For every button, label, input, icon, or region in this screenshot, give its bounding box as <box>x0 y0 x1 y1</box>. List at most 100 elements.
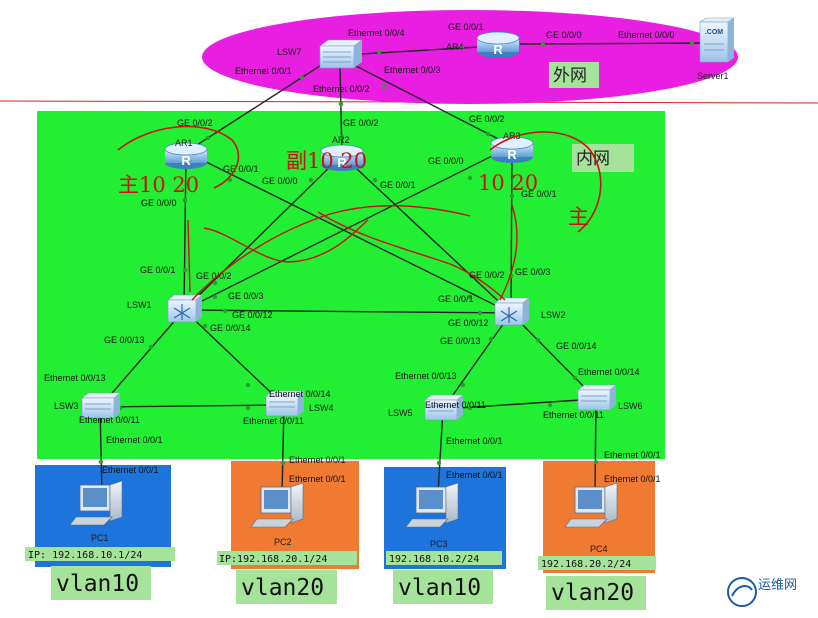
port-label: GE 0/0/1 <box>521 189 557 199</box>
pc2-label: PC2 <box>274 537 292 547</box>
port-label: Ethernet 0/0/1 <box>289 474 346 484</box>
ar1-handwritten-note: 主10 20 <box>118 173 199 197</box>
pc4-label: PC4 <box>590 544 608 554</box>
pc4-ip-bg <box>538 556 656 570</box>
pc1-ip-bg <box>25 547 175 561</box>
port-label: Ethernet 0/0/1 <box>289 455 346 465</box>
pc-icon[interactable] <box>405 482 459 528</box>
port-label: Ethernet 0/0/1 <box>446 470 503 480</box>
port-label: Ethernet 0/0/14 <box>269 389 331 399</box>
switch-lsw2[interactable] <box>494 297 530 326</box>
port-label: Ethernet 0/0/1 <box>102 465 159 475</box>
pc2-ip-bg <box>217 551 357 565</box>
port-label: GE 0/0/12 <box>448 318 489 328</box>
port-label: GE 0/0/14 <box>556 341 597 351</box>
watermark-text: 运维网 <box>758 578 797 593</box>
pc4-vlan: vlan20 <box>551 580 634 606</box>
pc-icon[interactable] <box>69 480 123 526</box>
svg-text:R: R <box>507 147 517 162</box>
pc-icon[interactable] <box>564 482 618 528</box>
external-zone-label: 外网 <box>553 66 587 86</box>
pc1-vlan: vlan10 <box>56 571 139 597</box>
pc4-vlan-bg <box>546 576 646 610</box>
svg-text:.COM: .COM <box>705 29 723 36</box>
port-label: GE 0/0/13 <box>440 336 481 346</box>
lsw3-label: LSW3 <box>54 401 79 411</box>
port-label: GE 0/0/3 <box>228 291 264 301</box>
port-label: GE 0/0/12 <box>232 310 273 320</box>
ar2-label: AR2 <box>332 135 350 145</box>
pc2-ip: IP:192.168.20.1/24 <box>219 554 327 565</box>
pc1-label: PC1 <box>91 533 109 543</box>
port-label: Ethernet 0/0/1 <box>604 450 661 460</box>
lsw4-label: LSW4 <box>309 403 334 413</box>
port-label: Ethernet 0/0/11 <box>425 400 486 410</box>
internal-zone-label: 内网 <box>576 149 610 169</box>
pc3-ip: 192.168.10.2/24 <box>389 554 479 565</box>
pc-icon[interactable] <box>250 482 304 528</box>
ar4-label: AR4 <box>446 42 464 52</box>
internal-zone-label-bg <box>572 144 634 172</box>
server1-label: Server1 <box>697 71 729 81</box>
ar3-handwritten-extra: 主 <box>568 205 589 229</box>
router-ar1[interactable]: R <box>164 142 208 169</box>
port-label: Ethernet 0/0/11 <box>79 415 140 425</box>
port-label: GE 0/0/2 <box>469 270 505 280</box>
port-label: Ethernet 0/0/13 <box>44 373 106 383</box>
router-ar2[interactable]: R <box>320 144 364 171</box>
port-label: GE 0/0/3 <box>515 267 551 277</box>
port-label: Ethernet 0/0/13 <box>395 371 457 381</box>
pc3-label: PC3 <box>430 539 448 549</box>
pc3-vlan: vlan10 <box>398 575 481 601</box>
router-ar3[interactable]: R <box>490 136 534 163</box>
port-label: GE 0/0/13 <box>104 335 145 345</box>
port-label: Ethernet 0/0/11 <box>243 416 304 426</box>
pc2-vlan: vlan20 <box>241 575 324 601</box>
port-label: GE 0/0/2 <box>177 118 213 128</box>
pc2-vlan-bg <box>236 570 337 604</box>
switch-lsw6[interactable] <box>577 384 617 411</box>
port-label: Ethernet 0/0/1 <box>235 66 292 76</box>
ar3-handwritten-note: 10 20 <box>478 171 538 195</box>
port-label: Ethernet 0/0/2 <box>313 84 370 94</box>
port-label: GE 0/0/0 <box>546 30 582 40</box>
switch-lsw3[interactable] <box>81 392 121 419</box>
external-zone <box>202 10 738 104</box>
port-label: GE 0/0/1 <box>140 265 176 275</box>
port-label: GE 0/0/0 <box>428 156 464 166</box>
svg-text:R: R <box>337 155 347 170</box>
port-label: Ethernet 0/0/1 <box>106 435 163 445</box>
port-label: Ethernet 0/0/4 <box>348 28 405 38</box>
switch-lsw7[interactable] <box>319 39 363 69</box>
pc4-ip: 192.168.20.2/24 <box>541 559 631 570</box>
watermark-logo: 运维网 <box>727 577 797 607</box>
lsw1-label: LSW1 <box>127 300 152 310</box>
lsw7-label: LSW7 <box>277 47 302 57</box>
port-label: Ethernet 0/0/11 <box>543 410 604 420</box>
port-label: GE 0/0/1 <box>380 180 416 190</box>
port-label: GE 0/0/0 <box>262 176 298 186</box>
port-label: GE 0/0/1 <box>448 22 484 32</box>
port-label: Ethernet 0/0/14 <box>578 367 640 377</box>
switch-lsw5[interactable] <box>424 394 464 421</box>
port-label: GE 0/0/14 <box>210 323 251 333</box>
links <box>99 42 713 495</box>
router-ar4[interactable]: R <box>476 31 520 58</box>
ar3-label: AR3 <box>503 131 521 141</box>
port-label: Ethernet 0/0/1 <box>446 436 503 446</box>
switch-lsw1[interactable] <box>167 294 203 323</box>
port-label: GE 0/0/2 <box>469 114 505 124</box>
port-label: Ethernet 0/0/3 <box>384 65 441 75</box>
lsw6-label: LSW6 <box>618 401 643 411</box>
handwriting-annotations: 主10 20 副10 20 10 20 主 <box>117 125 602 301</box>
port-label: GE 0/0/1 <box>438 294 474 304</box>
server-icon[interactable]: .COM <box>699 17 735 63</box>
ar2-handwritten-note: 副10 20 <box>286 149 367 173</box>
link-endpoints <box>98 40 695 466</box>
pc3-vlan-bg <box>393 570 493 604</box>
pc1-vlan-bg <box>51 566 151 600</box>
port-label: Ethernet 0/0/1 <box>604 474 661 484</box>
ar1-label: AR1 <box>175 138 193 148</box>
switch-lsw4[interactable] <box>265 390 305 417</box>
